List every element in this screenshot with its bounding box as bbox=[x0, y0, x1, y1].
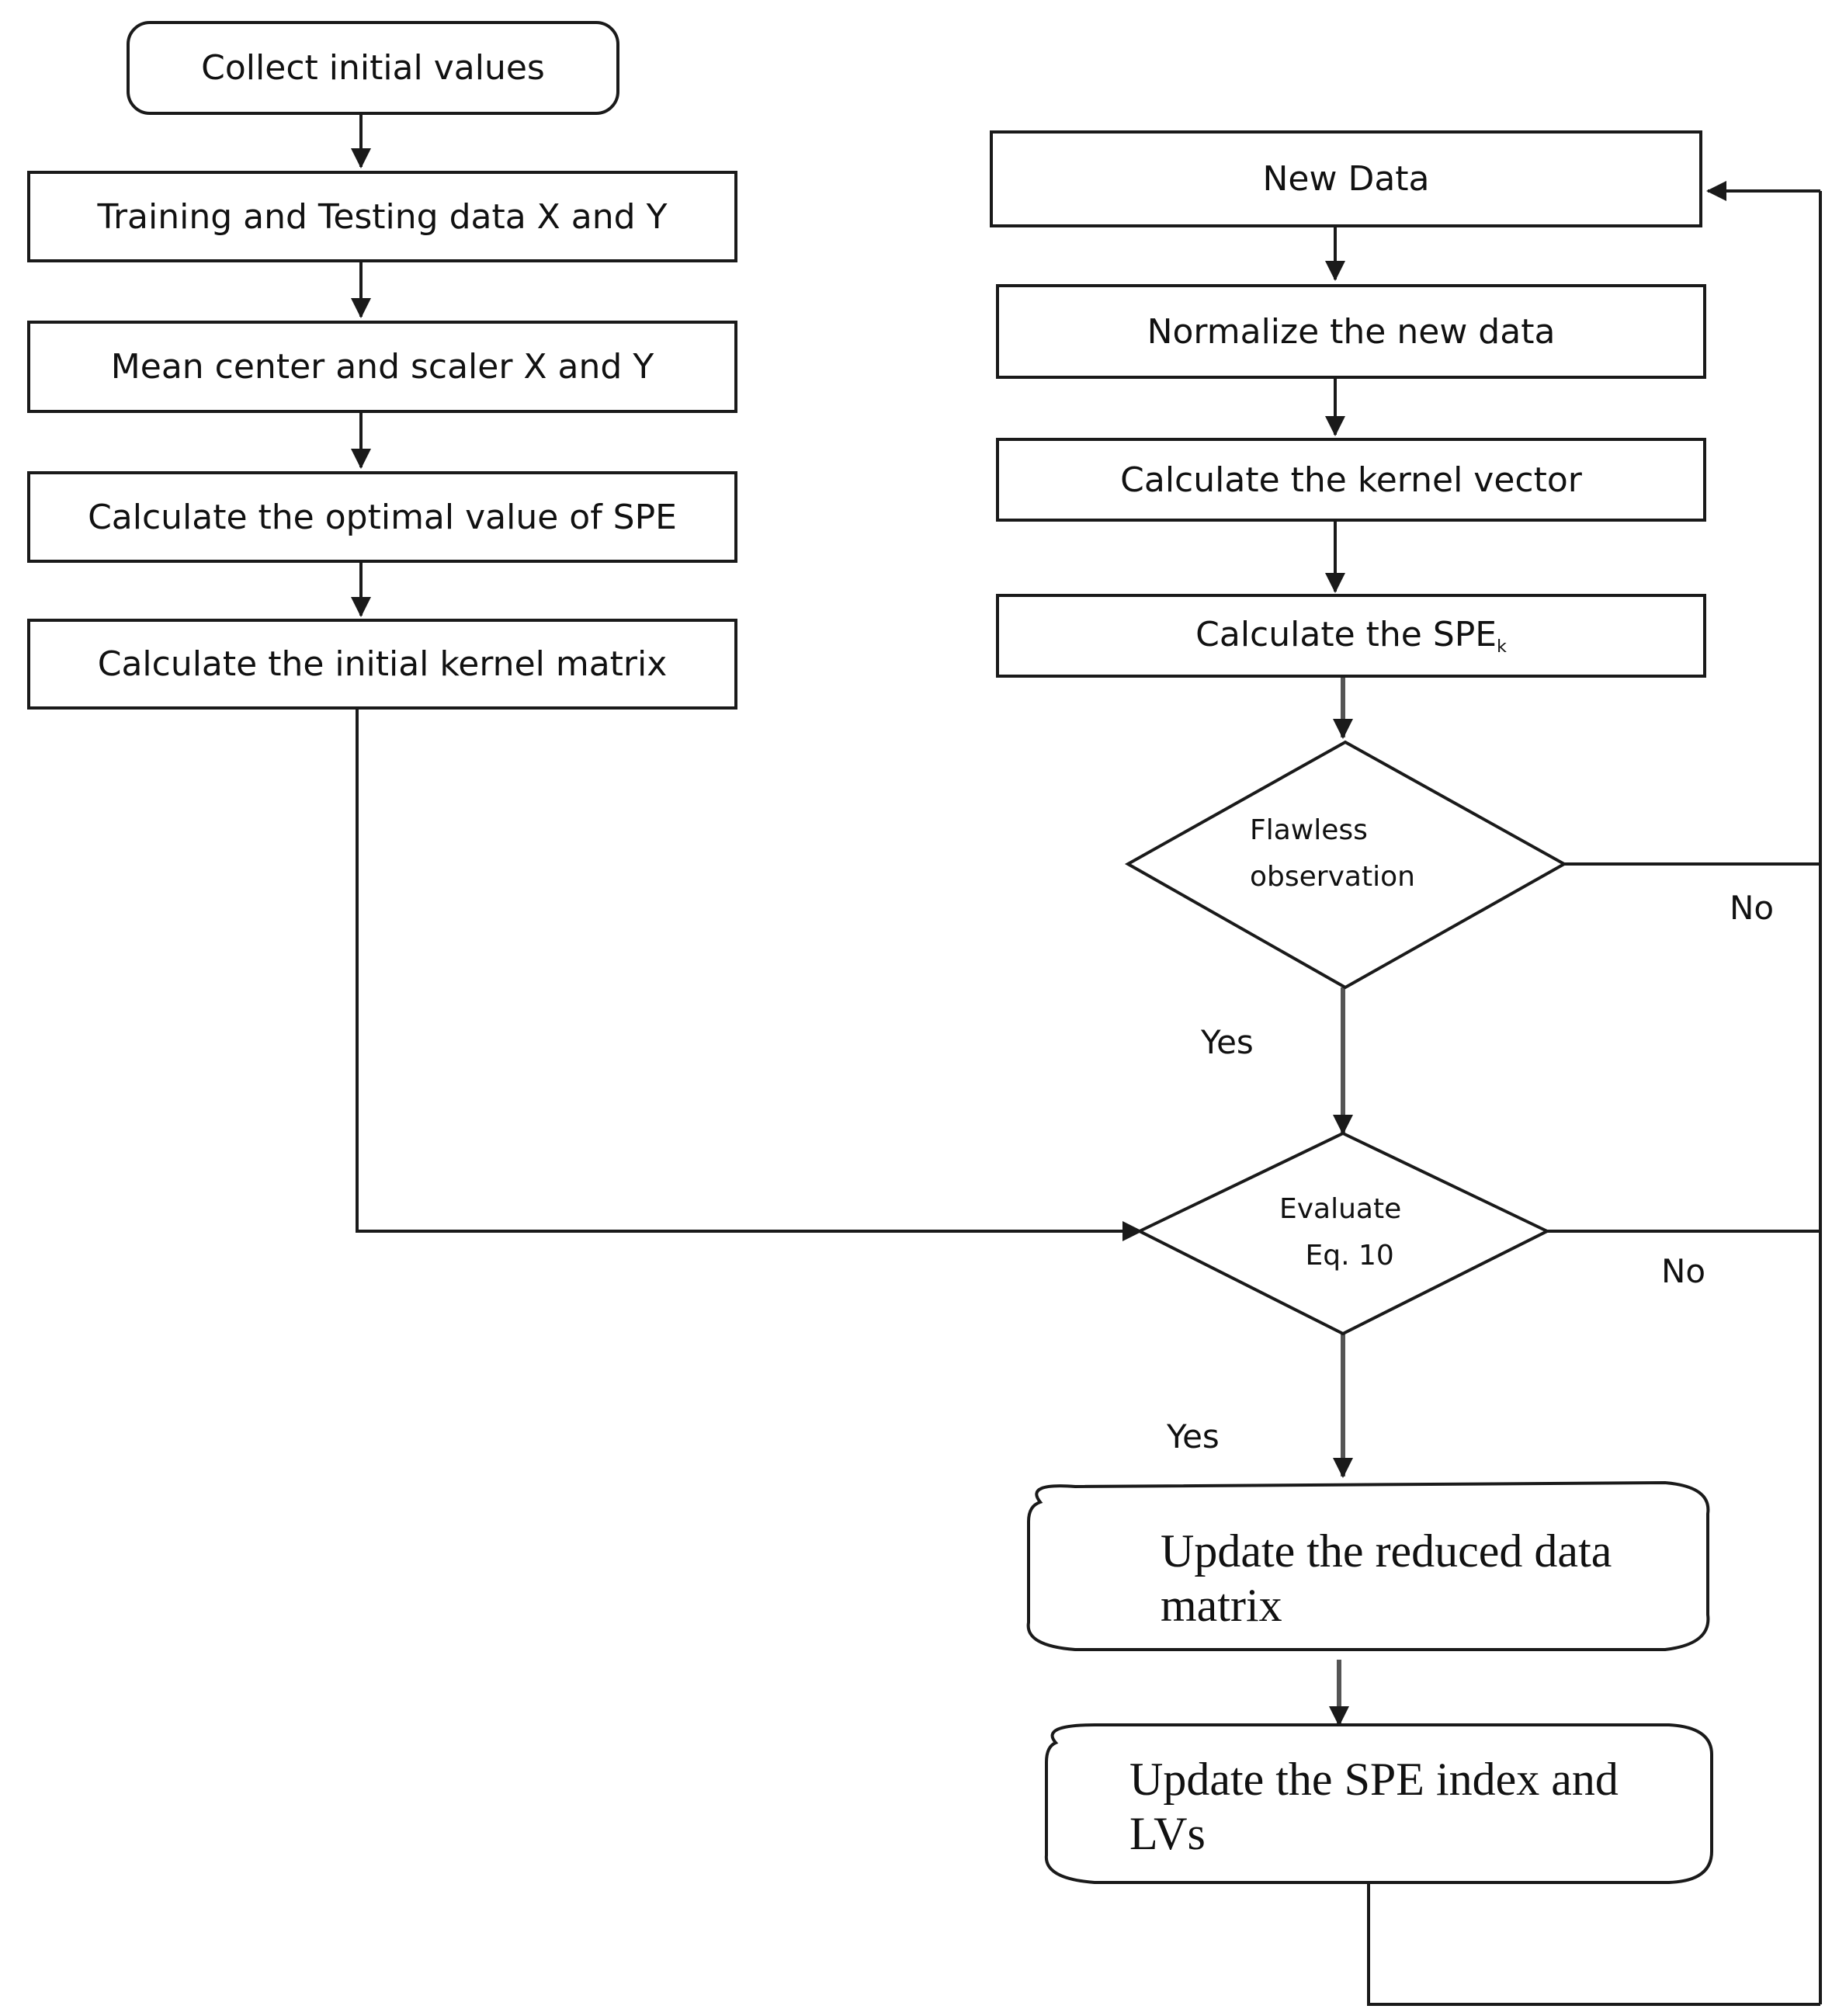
decision-flawless-line1: Flawless bbox=[1250, 814, 1368, 846]
training-testing-label: Training and Testing data X and Y bbox=[97, 196, 668, 237]
update-reduced-text: Update the reduced data matrix bbox=[1161, 1524, 1612, 1633]
no-label-2: No bbox=[1661, 1252, 1706, 1290]
initial-kernel-box: Calculate the initial kernel matrix bbox=[27, 619, 737, 710]
decision-evaluate-line2: Eq. 10 bbox=[1305, 1240, 1394, 1272]
spe-k-box: Calculate the SPEk bbox=[996, 594, 1706, 678]
spe-k-prefix: Calculate the SPE bbox=[1195, 615, 1497, 654]
line-bottom-loop bbox=[1367, 1884, 1820, 2006]
yes-label-1: Yes bbox=[1201, 1023, 1254, 1061]
mean-center-box: Mean center and scaler X and Y bbox=[27, 321, 737, 413]
spe-k-subscript: k bbox=[1497, 637, 1507, 657]
arrow-kernel-evaluate bbox=[356, 708, 1143, 1241]
update-spe-line1: Update the SPE index and bbox=[1129, 1754, 1619, 1805]
update-reduced-line2: matrix bbox=[1161, 1580, 1282, 1631]
decision-flawless-text: Flawless observation bbox=[1250, 807, 1415, 900]
training-testing-box: Training and Testing data X and Y bbox=[27, 171, 737, 262]
decision-evaluate-line1: Evaluate bbox=[1279, 1193, 1402, 1225]
new-data-label: New Data bbox=[1262, 159, 1430, 199]
yes-label-2: Yes bbox=[1167, 1417, 1220, 1456]
collect-initial-values-label: Collect initial values bbox=[201, 48, 545, 88]
spe-k-label: Calculate the SPEk bbox=[1195, 615, 1507, 657]
optimal-spe-box: Calculate the optimal value of SPE bbox=[27, 471, 737, 563]
normalize-label: Normalize the new data bbox=[1147, 311, 1556, 352]
update-spe-line2: LVs bbox=[1129, 1808, 1206, 1859]
kernel-vector-box: Calculate the kernel vector bbox=[996, 438, 1706, 522]
mean-center-label: Mean center and scaler X and Y bbox=[110, 347, 654, 387]
optimal-spe-label: Calculate the optimal value of SPE bbox=[88, 497, 677, 537]
normalize-box: Normalize the new data bbox=[996, 284, 1706, 379]
kernel-vector-label: Calculate the kernel vector bbox=[1120, 460, 1582, 500]
terminal-update-reduced-shape bbox=[1026, 1480, 1710, 1651]
no-label-1: No bbox=[1730, 889, 1775, 927]
decision-evaluate-text: Evaluate Eq. 10 bbox=[1279, 1186, 1401, 1279]
new-data-box: New Data bbox=[990, 130, 1702, 227]
collect-initial-values-box: Collect initial values bbox=[127, 21, 619, 115]
terminal-update-spe-shape bbox=[1044, 1723, 1713, 1884]
update-spe-text: Update the SPE index and LVs bbox=[1129, 1752, 1619, 1861]
decision-evaluate-shape bbox=[1136, 1131, 1551, 1336]
initial-kernel-label: Calculate the initial kernel matrix bbox=[97, 644, 668, 684]
decision-flawless-line2: observation bbox=[1250, 861, 1415, 893]
update-reduced-line1: Update the reduced data bbox=[1161, 1525, 1612, 1577]
decision-flawless-shape bbox=[1124, 740, 1568, 990]
